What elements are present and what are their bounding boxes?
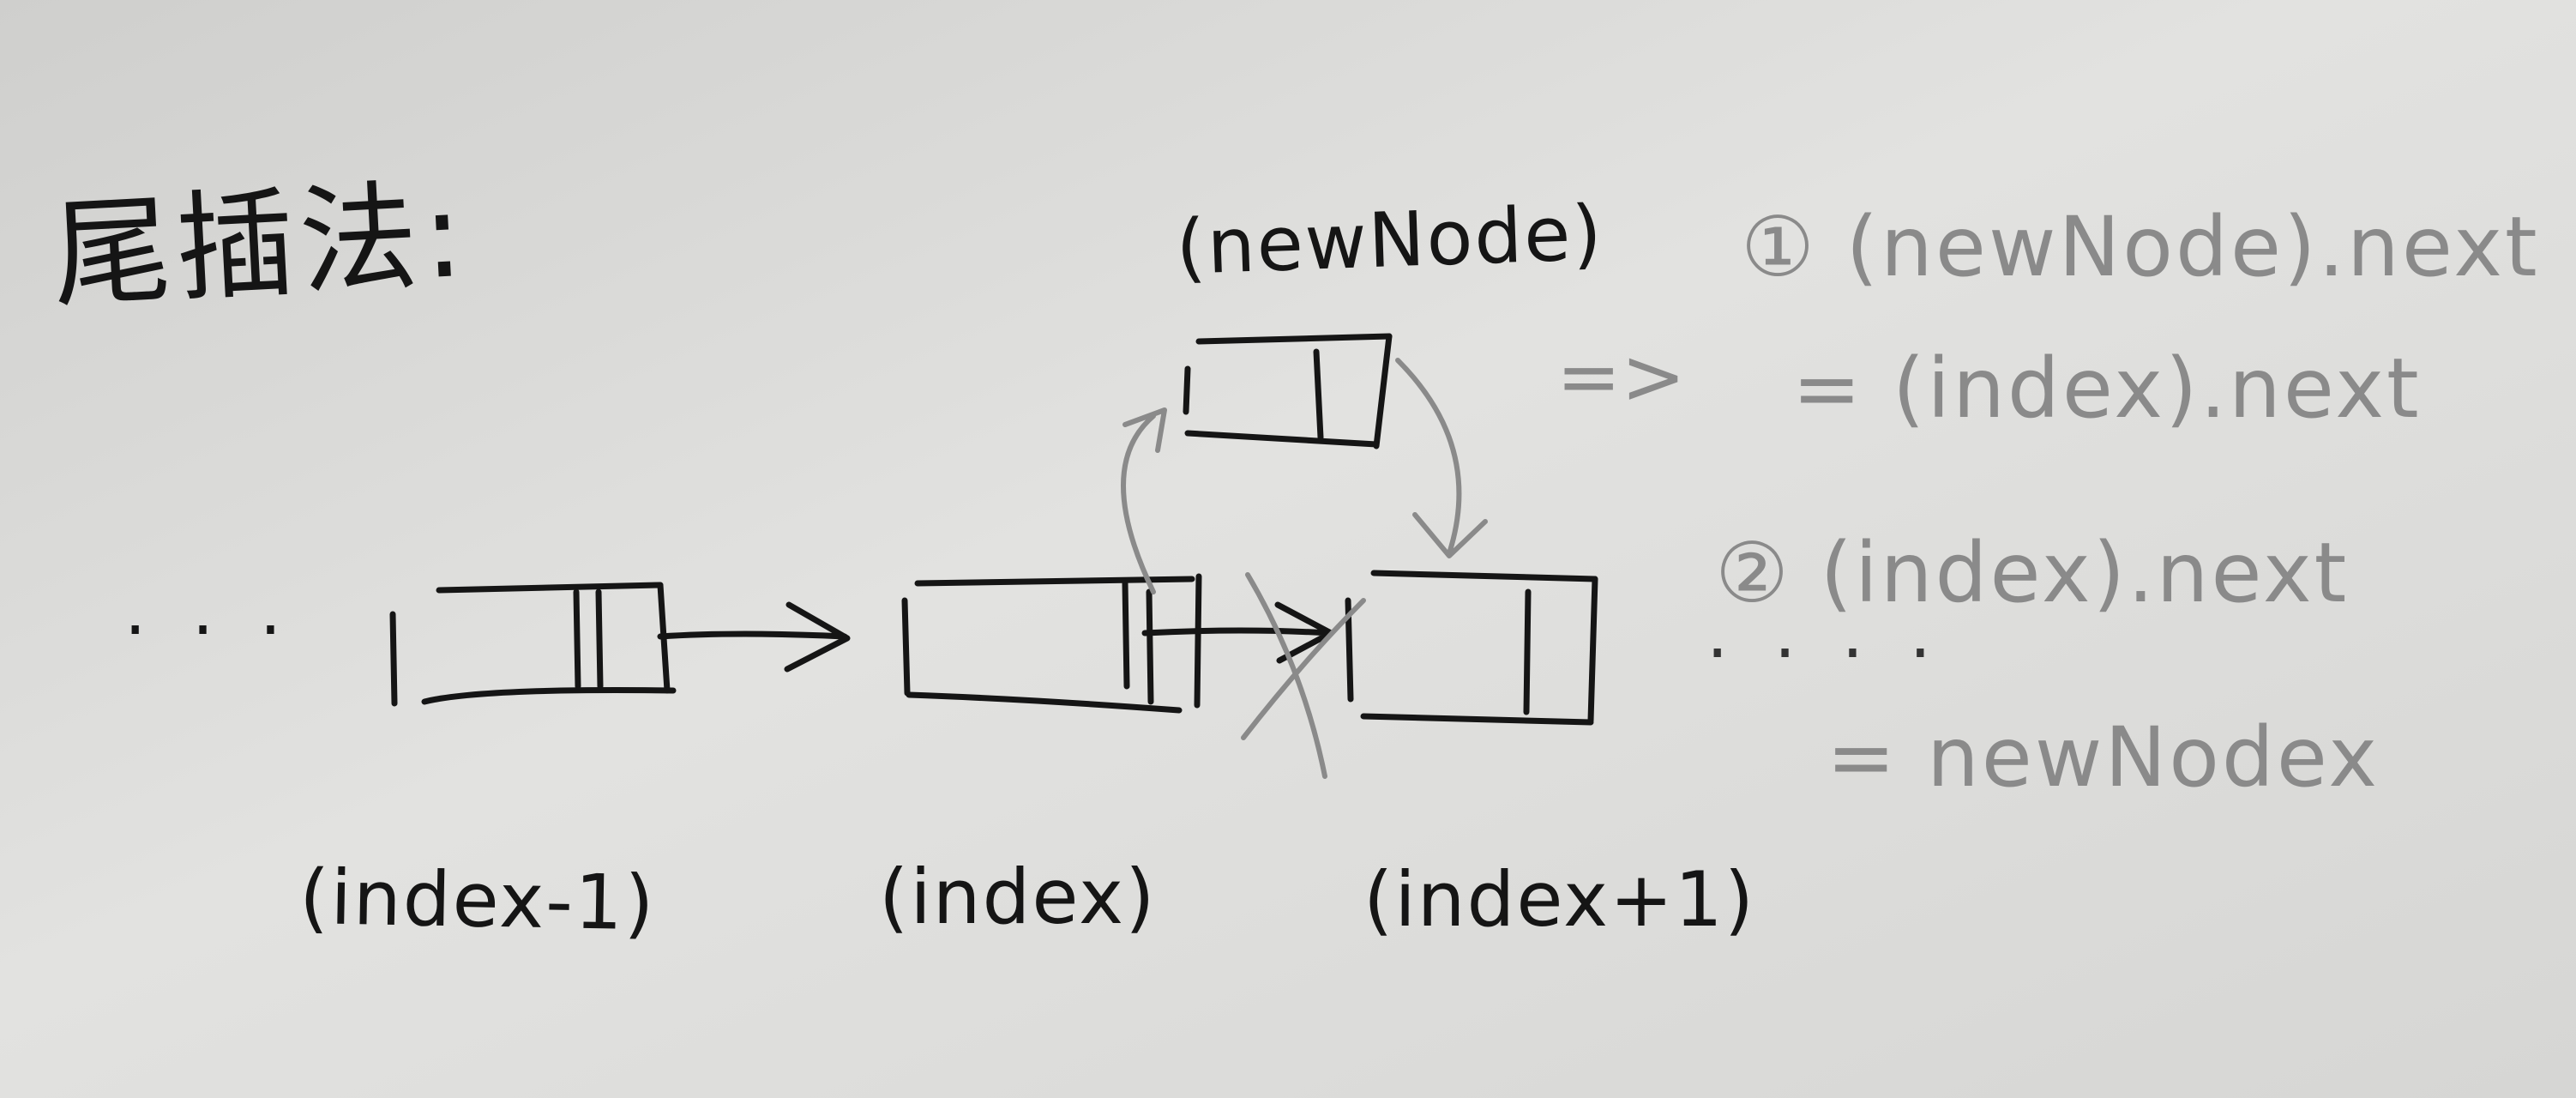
arrow-new-to-next — [1395, 358, 1488, 558]
label-index: (index) — [879, 853, 1157, 941]
cross-out-old-link — [1241, 572, 1366, 779]
step-1-line-2: = (index).next — [1792, 341, 2422, 437]
ellipsis-left: · · · — [124, 590, 294, 670]
pencil-marks — [1121, 358, 1488, 779]
step-2-line-2: = newNodex — [1827, 709, 2380, 805]
step-1-line-1: ① (newNode).next — [1741, 199, 2540, 295]
step-2-line-1: ② (index).next — [1715, 525, 2350, 621]
arrow-prev-to-index — [657, 601, 851, 673]
label-index-plus-1: (index+1) — [1363, 855, 1756, 944]
implies-arrow: => — [1556, 332, 1686, 422]
arrow-index-to-new — [1121, 407, 1167, 594]
ellipsis-right: · · · · — [1706, 613, 1944, 693]
label-new-node: (newNode) — [1174, 188, 1605, 292]
title-text: 尾插法: — [49, 165, 472, 325]
label-index-minus-1: (index-1) — [298, 853, 657, 948]
node-index-plus-1 — [1345, 570, 1598, 726]
node-new — [1183, 333, 1393, 449]
